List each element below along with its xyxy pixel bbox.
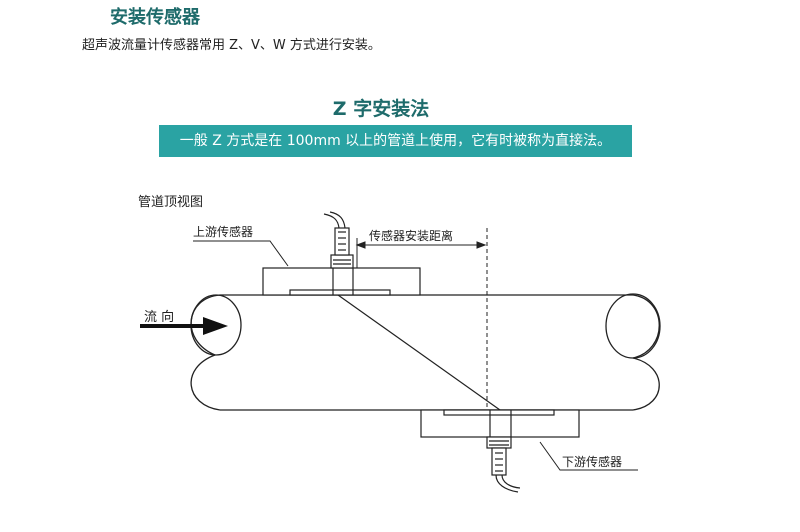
upstream-leader xyxy=(193,240,289,267)
method-banner: 一般 Z 方式是在 100mm 以上的管道上使用，它有时被称为直接法。 xyxy=(159,125,632,157)
downstream-label: 下游传感器 xyxy=(562,454,622,469)
upstream-label: 上游传感器 xyxy=(193,224,253,239)
method-title: Z 字安装法 xyxy=(332,98,430,120)
distance-dimension xyxy=(355,228,488,410)
section-title: 安装传感器 xyxy=(110,7,200,28)
section-description: 超声波流量计传感器常用 Z、V、W 方式进行安装。 xyxy=(82,38,381,53)
pipe xyxy=(190,293,661,411)
view-label: 管道顶视图 xyxy=(138,195,203,210)
downstream-sensor xyxy=(420,409,580,493)
distance-label: 传感器安装距离 xyxy=(369,228,453,243)
flow-arrow xyxy=(140,317,228,335)
downstream-leader xyxy=(539,441,638,471)
signal-path xyxy=(337,294,501,411)
flow-label: 流 向 xyxy=(144,309,174,325)
upstream-sensor xyxy=(262,211,421,296)
